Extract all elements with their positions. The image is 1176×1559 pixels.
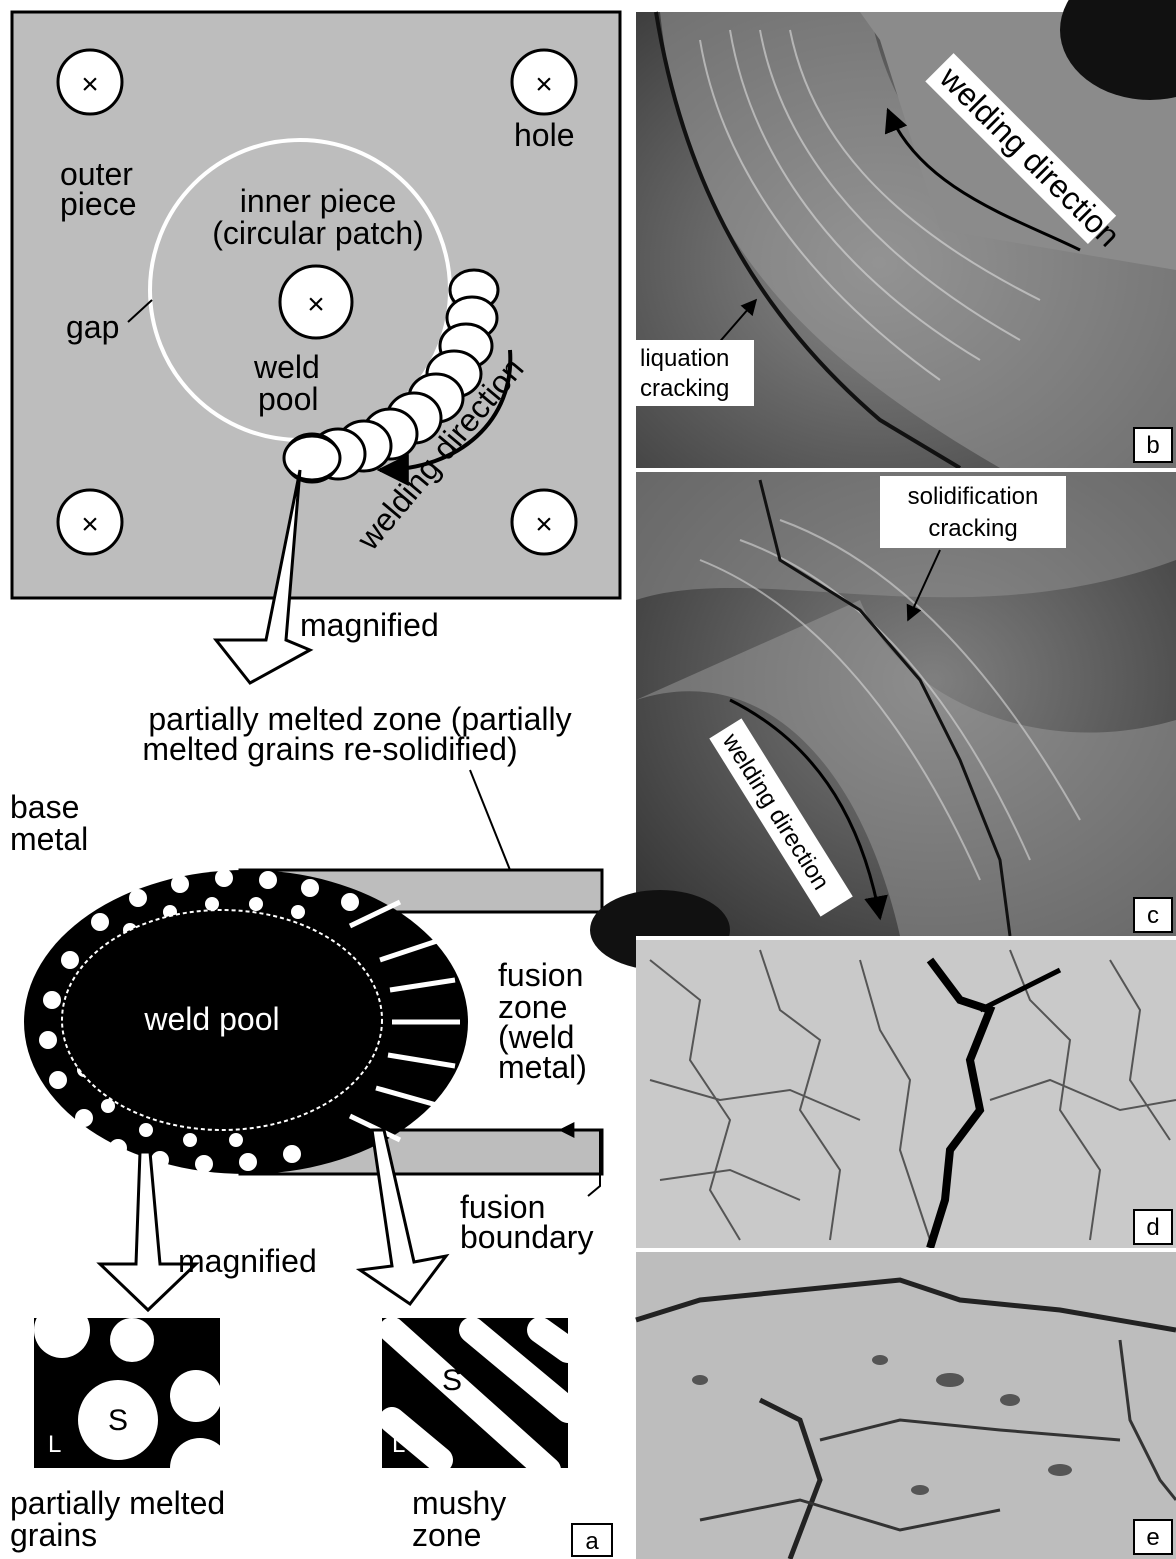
hole-top-left: ×	[58, 50, 122, 114]
weld-pool-center-label: weld pool	[143, 1001, 279, 1037]
panel-tag-c: c	[1147, 902, 1159, 929]
partially-melted-grains-caption: partially meltedgrains	[10, 1485, 225, 1553]
panel-d: d	[636, 940, 1176, 1248]
panel-a: × × × × ×	[10, 12, 620, 1556]
hole-center: ×	[280, 266, 352, 338]
panel-tag-d: d	[1146, 1214, 1159, 1241]
outer-piece-label: outerpiece	[60, 156, 137, 222]
weld-pool-label: weldpool	[253, 349, 320, 417]
cross-icon: ×	[81, 68, 99, 101]
panel-e: e	[636, 1252, 1176, 1559]
inset-mushy-zone: S L	[382, 1318, 568, 1470]
panel-tag-b: b	[1146, 432, 1159, 459]
liquid-label: L	[48, 1431, 61, 1458]
panel-c: welding direction solidificationcracking…	[590, 472, 1176, 970]
magnified-label-top: magnified	[300, 607, 439, 643]
cross-icon: ×	[307, 288, 325, 321]
cross-icon: ×	[81, 508, 99, 541]
base-metal-label: basemetal	[10, 789, 88, 857]
solid-label: S	[442, 1364, 462, 1397]
fusion-boundary-label: fusionboundary	[460, 1189, 593, 1255]
panel-tag-a: a	[585, 1528, 599, 1555]
inset-partially-melted-grains: S L	[34, 1302, 230, 1498]
fusion-zone-label: fusionzone(weldmetal)	[498, 957, 587, 1085]
liquid-label: L	[392, 1431, 405, 1458]
magnified-label-bottom: magnified	[178, 1243, 317, 1279]
solid-label: S	[108, 1404, 128, 1437]
weld-pool-ellipse	[284, 436, 340, 480]
pmz-label: partially melted zone (partiallymelted g…	[142, 701, 571, 767]
mushy-zone-caption: mushyzone	[412, 1485, 506, 1553]
gap-label: gap	[66, 309, 119, 345]
cross-icon: ×	[535, 68, 553, 101]
panel-tag-e: e	[1146, 1524, 1159, 1551]
inner-piece-label: inner piece(circular patch)	[212, 183, 424, 251]
cross-icon: ×	[535, 508, 553, 541]
magnify-arrow-left	[100, 1152, 196, 1310]
hole-top-right: ×	[512, 50, 576, 114]
panel-b: welding direction liquationcracking b	[636, 0, 1176, 468]
hole-bottom-left: ×	[58, 490, 122, 554]
hole-label: hole	[514, 117, 575, 153]
hole-bottom-right: ×	[512, 490, 576, 554]
